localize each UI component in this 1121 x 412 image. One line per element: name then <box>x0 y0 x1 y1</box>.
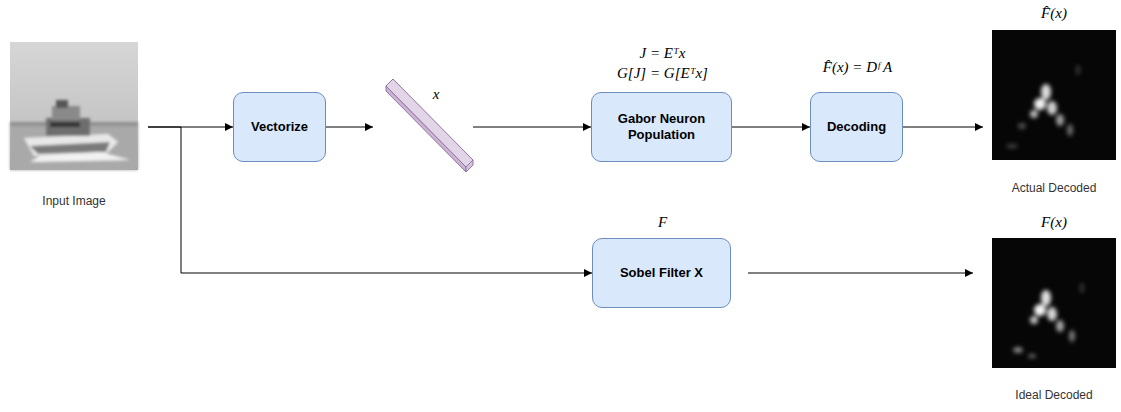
arrow-connector <box>148 127 592 273</box>
process-box: FSobel Filter X <box>592 238 731 308</box>
math-label: F̂(x) <box>1041 4 1067 22</box>
arrow-connector <box>732 127 810 128</box>
process-box: J = EᵀxG[J] = G[Eᵀx]Gabor Neuron Populat… <box>591 92 732 162</box>
box-label: Gabor Neuron Population <box>600 111 723 144</box>
box-label: Vectorize <box>251 119 308 135</box>
box-label: Decoding <box>827 119 886 135</box>
arrow-connector <box>326 127 373 128</box>
math-label: F̂(x) = Dᶠ A <box>823 58 893 76</box>
math-label: x <box>433 85 440 103</box>
input-photo <box>10 42 138 170</box>
caption-label: Input Image <box>42 192 105 210</box>
caption-label: Actual Decoded <box>1012 179 1097 197</box>
process-box: F̂(x) = Dᶠ ADecoding <box>810 92 903 162</box>
math-label: F(x) <box>1041 213 1067 231</box>
caption-label: Ideal Decoded <box>1015 386 1092 404</box>
arrow-connector <box>903 127 983 128</box>
vector-bar <box>386 79 473 172</box>
decoded-image-actual <box>992 30 1116 160</box>
decoded-image-ideal <box>992 238 1116 368</box>
math-label: G[J] = G[Eᵀx] <box>617 64 708 82</box>
arrow-connector <box>748 273 973 274</box>
process-box: Vectorize <box>233 92 326 162</box>
math-label: F <box>658 213 667 231</box>
vector-node: x <box>385 83 475 173</box>
math-label: J = Eᵀx <box>640 44 686 62</box>
box-label: Sobel Filter X <box>620 265 703 281</box>
image-node: F(x)Ideal Decoded <box>992 238 1116 368</box>
image-node: Input Image <box>10 42 138 170</box>
arrow-connector <box>473 127 591 128</box>
image-node: F̂(x)Actual Decoded <box>992 30 1116 160</box>
